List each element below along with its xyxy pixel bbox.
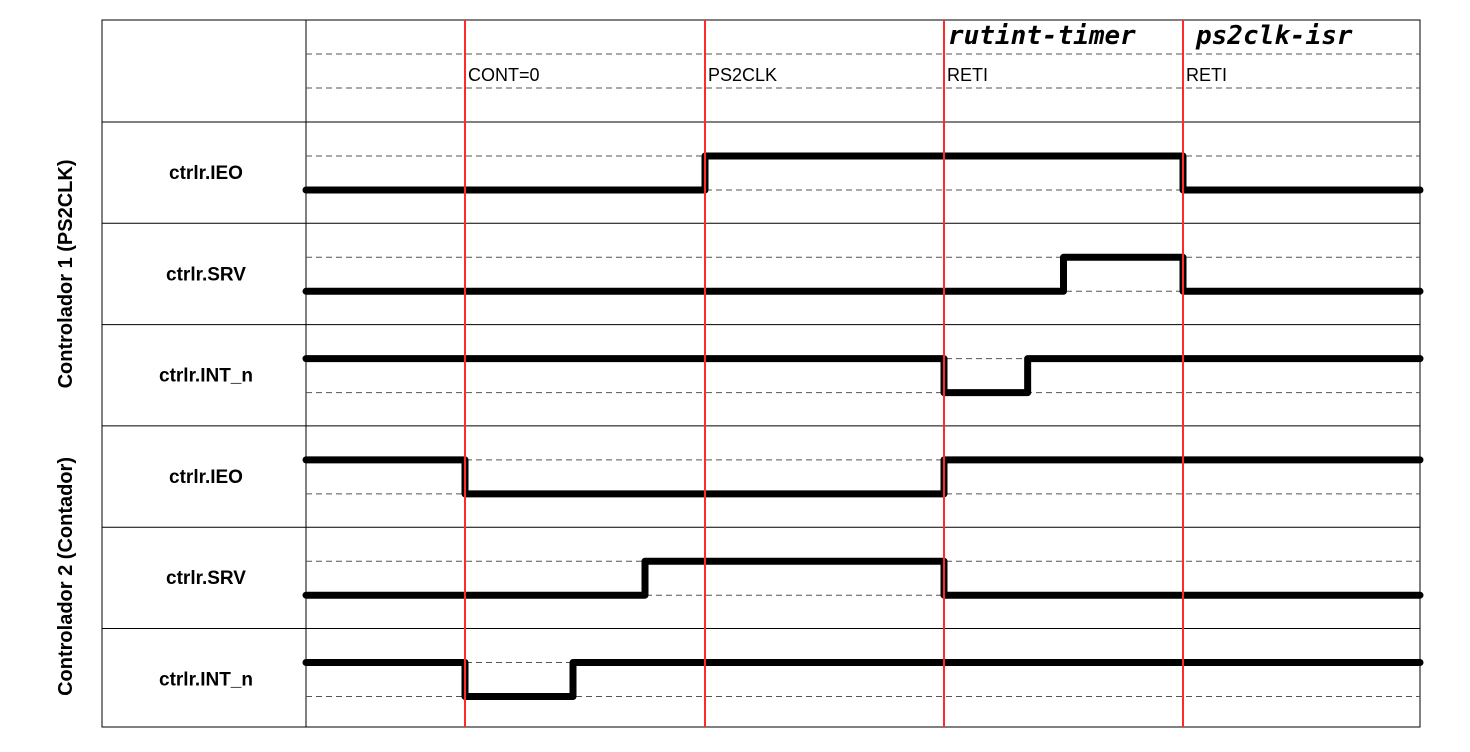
waveform-ctrlr-int-n <box>302 355 1424 397</box>
waveform-ctrlr-srv <box>302 557 1424 599</box>
grid <box>101 19 1421 728</box>
waveform-ctrlr-ieo <box>302 152 1424 194</box>
signal-label: ctrlr.IEO <box>169 163 243 184</box>
event-label: RETI <box>947 65 988 85</box>
group-label-controller-2: Controlador 2 (Contador) <box>55 457 77 696</box>
event-label: CONT=0 <box>468 65 540 85</box>
handwritten-isr-label: ps2clk-isr <box>1195 21 1353 51</box>
waveform-ctrlr-srv <box>302 253 1424 295</box>
labels: ctrlr.IEO ctrlr.SRV ctrlr.INT_n ctrlr.IEO ct… <box>55 21 1353 696</box>
group-label-controller-1: Controlador 1 (PS2CLK) <box>55 159 77 388</box>
signal-label: ctrlr.SRV <box>166 264 246 285</box>
handwritten-isr-label: rutint-timer <box>948 21 1136 51</box>
event-label: PS2CLK <box>708 65 777 85</box>
event-label: RETI <box>1186 65 1227 85</box>
waveforms <box>302 152 1424 700</box>
event-markers <box>464 20 1184 727</box>
waveform-ctrlr-int-n <box>302 659 1424 700</box>
diagram-frame <box>101 19 1421 728</box>
signal-label: ctrlr.IEO <box>169 467 243 488</box>
waveform-ctrlr-ieo <box>302 456 1424 498</box>
signal-label: ctrlr.SRV <box>166 568 246 589</box>
signal-label: ctrlr.INT_n <box>159 670 253 691</box>
signal-label: ctrlr.INT_n <box>159 366 253 387</box>
